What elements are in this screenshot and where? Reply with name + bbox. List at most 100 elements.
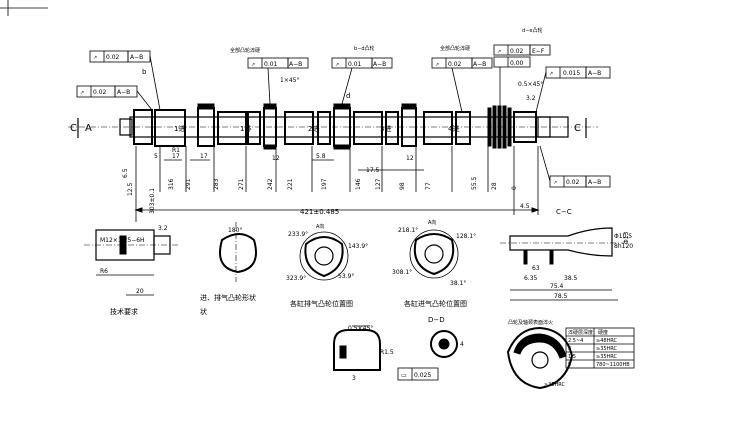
svg-text:63: 63 (532, 265, 540, 272)
tech-requirements-title: 技术要求 (110, 307, 138, 316)
note-top-right: 全部凸轮淬硬 (440, 45, 470, 52)
svg-text:12.5: 12.5 (127, 182, 134, 196)
svg-text:323.9°: 323.9° (286, 275, 306, 282)
section-dd: D−D 4 ▭ 0.025 (397, 316, 464, 381)
svg-text:R1: R1 (172, 147, 180, 154)
svg-text:2.5~4: 2.5~4 (568, 338, 583, 344)
letter-d: d (346, 92, 350, 100)
svg-text:17.5: 17.5 (366, 167, 380, 174)
svg-text:3: 3 (352, 375, 356, 382)
section-a-label: A (85, 123, 92, 134)
cam-label: 4进 (448, 125, 459, 133)
svg-text:≥35HRC: ≥35HRC (596, 354, 618, 360)
svg-text:A向: A向 (316, 223, 324, 230)
exhaust-cam-note: 各缸排气凸轮位置图 (290, 299, 353, 308)
svg-text:淬硬层深度: 淬硬层深度 (568, 329, 593, 336)
fcf-value: 0.02 (106, 54, 120, 61)
hardened-note: 凸轮及轴颈表面淬火 (508, 319, 553, 326)
hardened-zone-section: 凸轮及轴颈表面淬火 ≥35HRC (506, 319, 574, 390)
svg-text:1.5: 1.5 (568, 354, 576, 360)
svg-text:303±0.1: 303±0.1 (149, 188, 156, 214)
svg-text:▭: ▭ (401, 372, 407, 379)
fcf-datum: A−B (588, 70, 601, 77)
camshaft-main-view (68, 103, 598, 150)
hardness-table: 淬硬层深度 硬度 2.5~4 ≥48HRC 3 ≥35HRC 1.5 ≥35HR… (565, 327, 635, 369)
fcf-far-right: ↗ 0.015 A−B (545, 66, 611, 79)
fcf-top-position: ↗ 0.02 E−F 0.00 (493, 44, 551, 68)
note-top-center: b−d凸轮 (354, 45, 375, 52)
fcf-center-a: ↗ 0.01 A−B (247, 57, 309, 69)
cam-profile-section: 180° 进、排气凸轮形状 状 (200, 222, 257, 316)
svg-text:0: 0 (511, 186, 518, 190)
fcf-value: 0.02 (566, 179, 580, 186)
svg-text:28: 28 (491, 182, 498, 190)
right-end-detail: 75.4 78.5 38.5 63 6.35 Φ10.5 8h120 Φ13 C… (500, 208, 633, 301)
svg-text:242: 242 (267, 178, 274, 190)
svg-text:17: 17 (172, 153, 180, 160)
note-d-e: d−e凸轮 (522, 27, 542, 34)
svg-text:197: 197 (321, 178, 328, 190)
fcf-value: 0.02 (510, 48, 524, 55)
angle-180: 180° (228, 227, 242, 234)
fcf-value: 0.02 (93, 89, 107, 96)
cam-labels: 1进 1排 2进 3进 4进 (174, 124, 459, 133)
svg-text:20: 20 (136, 288, 144, 295)
chamfer-label: 1×45° (280, 77, 299, 84)
svg-text:↗: ↗ (80, 90, 84, 96)
fcf-value: 0.015 (563, 70, 580, 77)
letter-b: b (142, 68, 147, 76)
svg-text:硬度: 硬度 (598, 329, 608, 336)
exhaust-cam-position: 233.9° 143.9° 323.9° 53.9° A向 各缸排气凸轮位置图 (286, 223, 368, 308)
fcf-value: 0.01 (348, 61, 362, 68)
svg-text:77: 77 (425, 182, 432, 190)
flatness-value: 0.025 (414, 372, 431, 379)
svg-text:5: 5 (154, 153, 158, 160)
svg-text:78.5: 78.5 (554, 293, 568, 300)
thread-label: M12×1.25−6H (100, 237, 145, 244)
svg-text:R6: R6 (100, 268, 108, 275)
left-vertical-dims: 12.5 6.5 4.5 3.2 (122, 95, 536, 210)
overall-length-dim: 421±0.485 (134, 207, 540, 216)
svg-text:98: 98 (399, 182, 406, 190)
svg-text:221: 221 (287, 178, 294, 190)
svg-text:12: 12 (406, 155, 414, 162)
svg-text:316: 316 (168, 178, 175, 190)
svg-text:780~1100HB: 780~1100HB (596, 362, 630, 368)
svg-text:3.2: 3.2 (526, 95, 536, 102)
svg-text:状: 状 (200, 307, 207, 316)
svg-text:R1.5: R1.5 (380, 349, 394, 356)
overall-length-label: 421±0.485 (300, 208, 339, 216)
cam-label: 1进 (174, 125, 185, 133)
svg-text:146: 146 (355, 178, 362, 190)
svg-text:5: 5 (568, 362, 571, 368)
svg-text:↗: ↗ (251, 62, 255, 68)
svg-text:127: 127 (375, 178, 382, 190)
svg-text:4: 4 (460, 341, 464, 348)
section-c-right: C (574, 123, 581, 134)
svg-text:271: 271 (238, 178, 245, 190)
svg-text:3: 3 (568, 346, 571, 352)
fcf-datum: A−B (588, 179, 601, 186)
svg-text:4.5: 4.5 (520, 203, 530, 210)
cam-label: 1排 (240, 124, 251, 133)
section-c-left: C (70, 123, 77, 134)
fcf-value: 0.00 (510, 60, 524, 67)
svg-text:55.5: 55.5 (471, 176, 478, 190)
leader-lines (136, 55, 551, 182)
corner-marks (0, 0, 48, 16)
svg-text:↗: ↗ (497, 49, 501, 55)
chamfer-right-label: 0.5×45° (518, 81, 543, 88)
fcf-datum: A−B (289, 61, 302, 68)
svg-text:≥35HRC: ≥35HRC (596, 346, 618, 352)
keyway-detail: 0.5×45° R1.5 3 (333, 325, 394, 382)
fcf-datum: A−B (130, 54, 143, 61)
section-dd-label: D−D (428, 316, 445, 324)
svg-text:5.8: 5.8 (316, 153, 326, 160)
cam-profile-note: 进、排气凸轮形状 (200, 293, 256, 302)
intake-cam-note: 各缸进气凸轮位置图 (404, 299, 467, 308)
fcf-value: 0.01 (264, 61, 278, 68)
fcf-datum: A−B (473, 61, 486, 68)
fcf-center-b: ↗ 0.01 A−B (331, 57, 393, 69)
